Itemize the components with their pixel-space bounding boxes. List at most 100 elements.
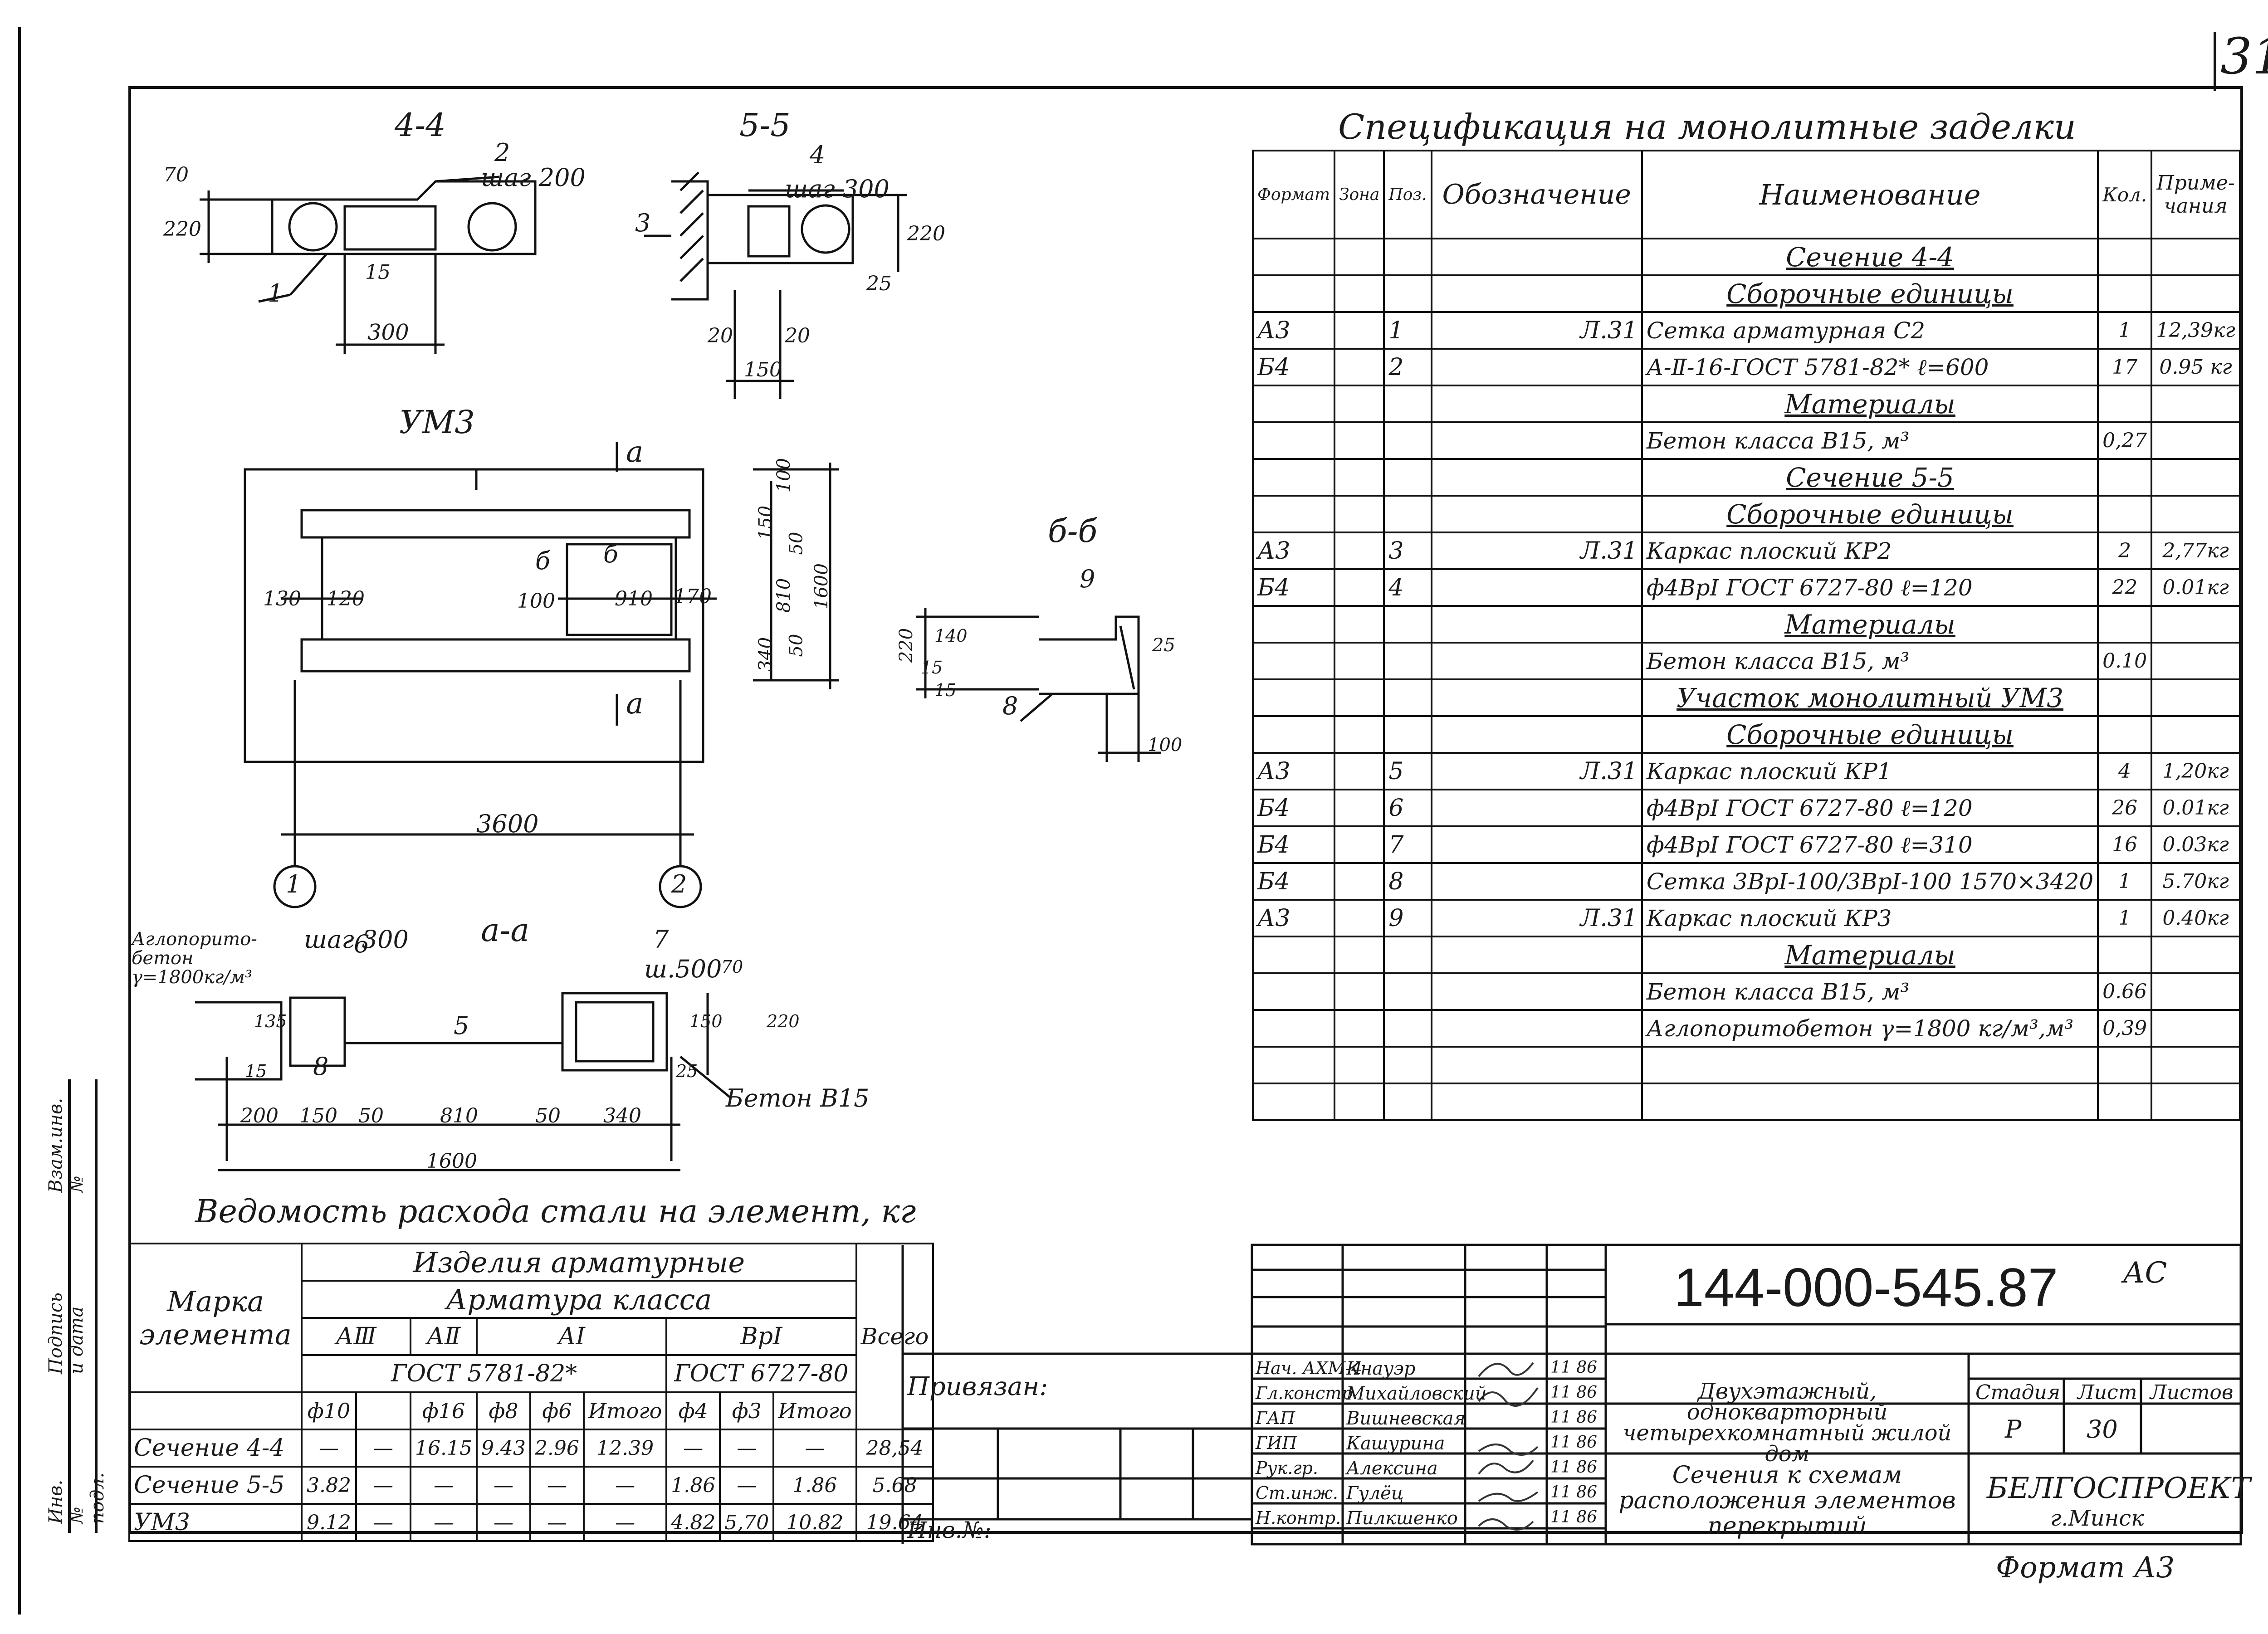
steel-cell: — <box>475 1503 531 1542</box>
spec-cell-zone <box>1334 311 1385 350</box>
spec-cell-zone <box>1334 789 1385 827</box>
spec-cell-pos <box>1383 715 1432 754</box>
col-name: Наименование <box>1641 150 2099 239</box>
spec-cell-qty <box>2097 274 2153 313</box>
spec-cell-format <box>1251 421 1336 460</box>
stamp-role: Н.контр. <box>1256 1508 1341 1528</box>
spec-cell-note: 5.70кг <box>2151 862 2241 901</box>
spec-cell-qty: 1 <box>2097 899 2153 937</box>
spec-cell-name: Материалы <box>1641 605 2099 644</box>
spec-cell-name: А-Ⅱ-16-ГОСТ 5781-82* ℓ=600 <box>1641 348 2099 386</box>
section-5-5-slab <box>706 194 854 264</box>
spec-cell-pos <box>1383 1046 1432 1084</box>
spec-title: Спецификация на монолитные заделки <box>1338 107 2076 147</box>
steel-cell: — <box>719 1429 775 1468</box>
steel-cell: 9.12 <box>301 1503 357 1542</box>
section-6-6-title: б-б <box>1048 512 1098 550</box>
spec-cell-pos <box>1383 972 1432 1011</box>
label-p3: 3 <box>635 209 651 237</box>
col-note: Приме-чания <box>2151 150 2241 239</box>
label-d100: 100 <box>517 590 555 613</box>
stamp-name: Гулёц <box>1346 1483 1404 1504</box>
steel-cell: — <box>772 1429 857 1468</box>
spec-cell-designation <box>1430 678 1643 717</box>
spec-cell-pos: 4 <box>1383 568 1432 607</box>
spec-cell-qty: 17 <box>2097 348 2153 386</box>
spec-cell-qty: 22 <box>2097 568 2153 607</box>
stamp-name: Кашурина <box>1346 1433 1445 1454</box>
spec-row <box>1251 1046 2241 1084</box>
spec-cell-name: Материалы <box>1641 936 2099 974</box>
label-b50a: 50 <box>358 1104 384 1127</box>
label-b200: 200 <box>240 1104 279 1127</box>
steel-col-header: Итого <box>772 1391 857 1430</box>
spec-cell-zone <box>1334 421 1385 460</box>
label-d810: 810 <box>773 578 795 613</box>
spec-cell-pos <box>1383 936 1432 974</box>
label-aglo: Аглопорито-бетон γ=1800кг/м³ <box>132 929 257 988</box>
spec-cell-zone <box>1334 899 1385 937</box>
section-a-a-title: а-а <box>481 912 530 949</box>
label-d300: 300 <box>367 320 409 345</box>
spec-cell-name: Участок монолитный УМ3 <box>1641 678 2099 717</box>
label-d25b: 25 <box>1152 635 1175 656</box>
spec-cell-pos: 3 <box>1383 532 1432 570</box>
label-d150b: 150 <box>689 1011 723 1031</box>
spec-cell-note: 1,20кг <box>2151 752 2241 790</box>
class-a3: АⅢ <box>301 1317 411 1356</box>
steel-row-name: Сечение 4-4 <box>128 1429 303 1468</box>
steel-col-header: ф3 <box>719 1391 775 1430</box>
spec-cell-name: Сборочные единицы <box>1641 274 2099 313</box>
class-a1: АⅠ <box>475 1317 668 1356</box>
spec-cell-qty: 0,27 <box>2097 421 2153 460</box>
label-w300b: шаг 300 <box>304 925 409 954</box>
spec-cell-zone <box>1334 348 1385 386</box>
steel-col-header: ф10 <box>301 1391 357 1430</box>
spec-cell-pos <box>1383 605 1432 644</box>
spec-cell-format <box>1251 1083 1336 1121</box>
spec-cell-qty: 1 <box>2097 311 2153 350</box>
stamp-date: 11 86 <box>1550 1458 1598 1477</box>
spec-cell-pos <box>1383 642 1432 680</box>
label-d70b: 70 <box>721 957 743 977</box>
spec-cell-pos <box>1383 1083 1432 1121</box>
spec-cell-pos: 8 <box>1383 862 1432 901</box>
steel-class: Арматура класса <box>301 1280 857 1319</box>
spec-cell-pos: 2 <box>1383 348 1432 386</box>
stamp-role: Рук.гр. <box>1256 1458 1318 1478</box>
steel-cell: 2.96 <box>529 1429 585 1468</box>
stamp-date: 11 86 <box>1550 1433 1598 1452</box>
section-mark-a-bottom: а <box>626 687 644 721</box>
steel-col-header: ф6 <box>529 1391 585 1430</box>
spec-cell-qty <box>2097 678 2153 717</box>
steel-cell: 16.15 <box>410 1429 478 1468</box>
spec-cell-format <box>1251 678 1336 717</box>
section-a-a-left <box>195 1001 283 1081</box>
steel-row-total: 19.64 <box>855 1503 934 1542</box>
label-w500: ш.500 <box>644 955 722 983</box>
binding-line <box>18 27 21 1614</box>
spec-cell-qty: 0.66 <box>2097 972 2153 1011</box>
spec-cell-name: Сборочные единицы <box>1641 715 2099 754</box>
stamp-name: Михайловский <box>1346 1383 1487 1404</box>
label-p4: 4 <box>810 141 826 169</box>
steel-cell: — <box>719 1466 775 1505</box>
spec-cell-pos <box>1383 678 1432 717</box>
spec-cell-qty <box>2097 605 2153 644</box>
spec-cell-qty <box>2097 458 2153 497</box>
spec-cell-pos: 6 <box>1383 789 1432 827</box>
label-p7: 7 <box>653 925 669 954</box>
spec-row: Сборочные единицы <box>1251 715 2241 754</box>
privyazan-label: Привязан: <box>907 1372 1048 1401</box>
spec-cell-format <box>1251 1046 1336 1084</box>
